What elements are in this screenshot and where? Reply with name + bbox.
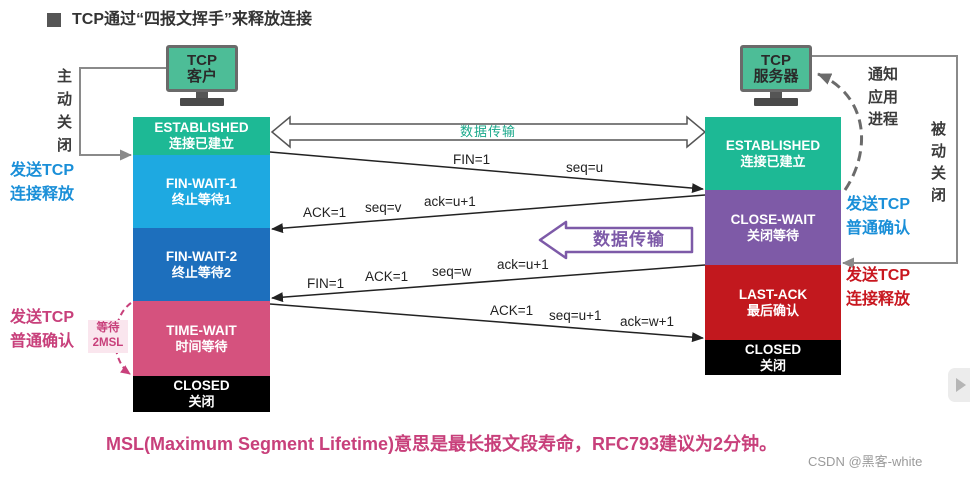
server-computer-icon: TCP 服务器 xyxy=(740,45,812,107)
state-description: 关闭 xyxy=(188,394,215,409)
segment-field-label: ack=u+1 xyxy=(497,257,549,272)
segment-arrow-fin xyxy=(269,151,704,194)
server-state-last-ack: LAST-ACK 最后确认 xyxy=(705,265,841,340)
client-state-established: ESTABLISHED 连接已建立 xyxy=(133,117,270,155)
segment-field-label: FIN=1 xyxy=(453,152,491,167)
state-description: 连接已建立 xyxy=(740,153,806,169)
server-state-close-wait: CLOSE-WAIT 关闭等待 xyxy=(705,190,841,265)
client-monitor-neck xyxy=(196,92,208,98)
server-send-fin-annotation: 发送TCP 连接释放 xyxy=(846,264,910,312)
client-label-line1: TCP xyxy=(187,51,217,69)
wait-label-line2: 2MSL xyxy=(92,337,124,349)
state-name: CLOSE-WAIT xyxy=(730,211,816,227)
msl-footnote: MSL(Maximum Segment Lifetime)意思是最长报文段寿命，… xyxy=(106,434,778,454)
annotation-line: 普通确认 xyxy=(846,220,911,237)
notify-line: 应用 xyxy=(868,88,899,106)
notify-app-dashed-arrow xyxy=(817,72,864,191)
wait-2msl-label: 等待 2MSL xyxy=(88,320,128,353)
state-name: ESTABLISHED xyxy=(154,120,249,135)
passive-close-label: 被动关闭 xyxy=(929,121,946,209)
state-description: 最后确认 xyxy=(746,302,799,318)
state-description: 关闭 xyxy=(759,357,786,373)
server-send-ack-annotation: 发送TCP 普通确认 xyxy=(846,193,910,241)
segment-arrow-final-ack xyxy=(269,303,704,343)
segment-field-label: seq=u xyxy=(566,160,604,175)
client-send-fin-annotation: 发送TCP 连接释放 xyxy=(10,159,74,207)
client-state-fin-wait-1: FIN-WAIT-1 终止等待1 xyxy=(133,155,270,228)
segment-field-label: seq=w xyxy=(432,264,472,279)
play-button[interactable] xyxy=(948,368,970,402)
annotation-line: 普通确认 xyxy=(10,333,75,350)
notify-line: 通知 xyxy=(868,66,899,83)
client-state-time-wait: TIME-WAIT 时间等待 xyxy=(133,301,270,376)
segment-field-label: ack=w+1 xyxy=(620,314,675,329)
server-data-transfer-label: 数据传输 xyxy=(593,230,665,249)
segment-field-label: seq=v xyxy=(365,200,402,215)
client-computer-icon: TCP 客户 xyxy=(166,45,238,107)
state-description: 关闭等待 xyxy=(746,227,799,243)
state-name: LAST-ACK xyxy=(738,286,808,302)
state-name: FIN-WAIT-1 xyxy=(165,175,238,191)
data-transfer-label: 数据传输 xyxy=(459,124,516,139)
state-description: 时间等待 xyxy=(175,338,228,354)
annotation-line: 连接释放 xyxy=(10,186,75,203)
client-state-column: ESTABLISHED 连接已建立 FIN-WAIT-1 终止等待1 FIN-W… xyxy=(133,117,270,412)
active-close-bracket-arrow xyxy=(79,67,166,161)
play-icon xyxy=(956,378,966,392)
annotation-line: 发送TCP xyxy=(10,309,75,326)
server-data-transfer-arrow xyxy=(538,220,694,260)
state-description: 终止等待1 xyxy=(171,191,232,207)
notify-application-label: 通知 应用 进程 xyxy=(868,64,898,132)
passive-close-bracket-arrow xyxy=(812,55,958,269)
state-name: ESTABLISHED xyxy=(725,137,821,153)
client-monitor-base xyxy=(180,98,224,106)
client-label-line2: 客户 xyxy=(186,67,217,85)
active-close-label: 主动关闭 xyxy=(55,68,72,160)
server-state-closed: CLOSED 关闭 xyxy=(705,340,841,375)
annotation-line: 连接释放 xyxy=(846,291,911,308)
state-name: TIME-WAIT xyxy=(166,322,237,338)
segment-arrow-ack xyxy=(271,194,706,234)
client-send-ack-annotation: 发送TCP 普通确认 xyxy=(10,306,74,354)
annotation-line: 发送TCP xyxy=(846,196,911,213)
square-bullet-icon xyxy=(47,13,61,27)
segment-field-label: seq=u+1 xyxy=(549,308,602,323)
state-description: 连接已建立 xyxy=(168,136,234,151)
segment-field-label: ACK=1 xyxy=(365,269,409,284)
server-screen: TCP 服务器 xyxy=(740,45,812,92)
state-name: CLOSED xyxy=(744,341,802,357)
client-state-fin-wait-2: FIN-WAIT-2 终止等待2 xyxy=(133,228,270,301)
segment-field-label: FIN=1 xyxy=(307,276,345,291)
server-monitor-neck xyxy=(770,92,782,98)
state-description: 终止等待2 xyxy=(171,264,232,280)
annotation-line: 发送TCP xyxy=(846,267,911,284)
segment-field-label: ack=u+1 xyxy=(424,194,476,209)
segment-field-label: ACK=1 xyxy=(303,205,347,220)
segment-field-label: ACK=1 xyxy=(490,303,534,318)
notify-line: 进程 xyxy=(868,111,899,128)
state-name: CLOSED xyxy=(173,378,230,393)
watermark: CSDN @黑客-white xyxy=(808,454,923,469)
annotation-line: 发送TCP xyxy=(10,162,75,179)
server-monitor-base xyxy=(754,98,798,106)
wait-label-line1: 等待 xyxy=(96,322,120,334)
segment-arrow-fin-ack xyxy=(271,264,706,303)
server-label-line1: TCP xyxy=(761,51,791,69)
state-name: FIN-WAIT-2 xyxy=(165,248,238,264)
server-state-established: ESTABLISHED 连接已建立 xyxy=(705,117,841,190)
client-state-closed: CLOSED 关闭 xyxy=(133,376,270,412)
server-label-line2: 服务器 xyxy=(753,67,799,85)
server-state-column: ESTABLISHED 连接已建立 CLOSE-WAIT 关闭等待 LAST-A… xyxy=(705,117,841,375)
client-screen: TCP 客户 xyxy=(166,45,238,92)
page-title: TCP通过“四报文挥手”来释放连接 xyxy=(72,11,313,28)
